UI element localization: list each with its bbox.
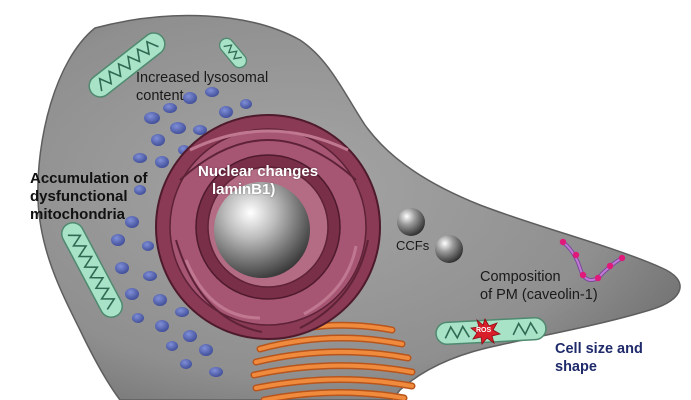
lysosome-icon [115, 262, 129, 274]
label-mito-line2: dysfunctional [30, 188, 128, 205]
label-mito-line1: Accumulation of [30, 170, 148, 187]
label-lysosomal-line2: content [136, 88, 184, 104]
lysosome-icon [125, 216, 139, 228]
lysosome-icon [133, 153, 147, 163]
lysosome-icon [134, 185, 146, 195]
label-cell-line1: Cell size and [555, 341, 643, 357]
ccf-sphere-icon [435, 235, 463, 263]
ccf-sphere-icon [397, 208, 425, 236]
lysosome-icon [166, 341, 178, 351]
lysosome-icon [144, 112, 160, 124]
label-ros: ROS [476, 327, 492, 334]
lysosome-icon [155, 320, 169, 332]
label-nuclear-changes: Nuclear changes laminB1) [198, 163, 318, 199]
lysosome-icon [199, 344, 213, 356]
lysosome-icon [132, 313, 144, 323]
lysosome-icon [125, 288, 139, 300]
label-ccfs: CCFs [396, 237, 429, 255]
label-mitochondria: Accumulation of dysfunctional mitochondr… [30, 170, 148, 224]
label-lysosomal-line1: Increased lysosomal [136, 70, 269, 86]
lysosome-icon [142, 241, 154, 251]
label-plasma-membrane: Composition of PM (caveolin-1) [480, 268, 598, 304]
label-pm-line1: Composition [480, 269, 561, 285]
lysosome-icon [183, 330, 197, 342]
lysosome-icon [180, 359, 192, 369]
lysosome-icon [170, 122, 186, 134]
mitochondrion-icon [61, 222, 123, 318]
lysosome-icon [111, 234, 125, 246]
lysosome-icon [240, 99, 252, 109]
lysosome-icon [153, 294, 167, 306]
lysosome-icon [205, 87, 219, 97]
lysosome-icon [193, 125, 207, 135]
golgi-icon [250, 321, 416, 400]
lysosome-icon [155, 156, 169, 168]
caveolin-chain-icon [559, 238, 626, 282]
label-lysosomal-content: Increased lysosomal content [136, 69, 268, 105]
lysosome-icon [143, 271, 157, 281]
mitochondrion-icon [88, 32, 166, 98]
label-pm-line2: of PM (caveolin-1) [480, 287, 598, 303]
lysosome-icon [163, 103, 177, 113]
lysosome-icon [209, 367, 223, 377]
lysosome-icon [183, 92, 197, 104]
ros-burst-icon [470, 318, 502, 345]
mitochondrion-icon [218, 37, 248, 69]
label-nuclear-line2: laminB1) [212, 181, 276, 198]
lysosome-icon [219, 106, 233, 118]
label-nuclear-line1: Nuclear changes [198, 163, 319, 180]
label-cell-size-shape: Cell size and shape [555, 340, 643, 376]
lysosome-icon [151, 134, 165, 146]
lysosome-icon [175, 307, 189, 317]
nucleus-icon [155, 114, 381, 340]
label-cell-line2: shape [555, 359, 597, 375]
label-mito-line3: mitochondria [30, 206, 126, 223]
label-ccfs-text: CCFs [396, 238, 430, 253]
